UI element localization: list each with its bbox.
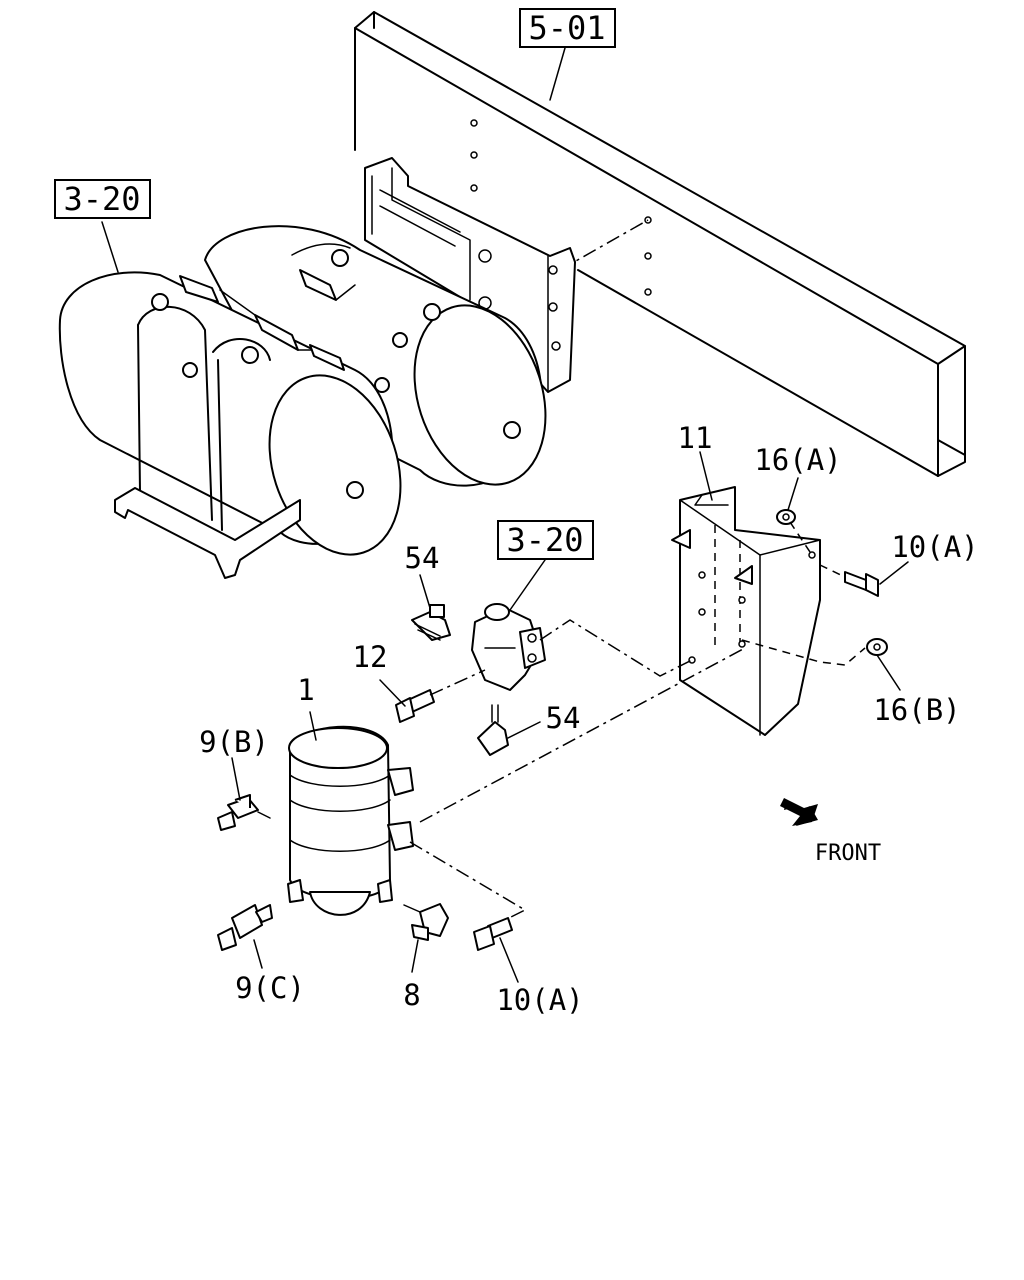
bolt-12 (395, 689, 435, 723)
leader-lines (101, 47, 909, 983)
air-tanks (58, 225, 547, 579)
ref-box-valve[interactable]: 3-20 (497, 520, 594, 560)
bolt-10a-lower (473, 917, 513, 951)
callout-fitting-54-upper: 54 (405, 541, 440, 575)
callout-dryer: 1 (297, 673, 314, 707)
nut-16a (776, 509, 796, 525)
callout-bolt-10a-upper: 10(A) (891, 530, 978, 564)
callout-bolt-12: 12 (353, 640, 388, 674)
nut-16b (866, 638, 888, 656)
callout-bracket-11: 11 (678, 421, 713, 455)
callout-bolt-10a-lower: 10(A) (496, 983, 583, 1017)
callout-elbow-8: 8 (403, 978, 420, 1012)
ref-tanks-label: 3-20 (63, 180, 140, 218)
front-label: FRONT (815, 841, 881, 866)
tee-9b (217, 794, 271, 831)
ref-frame-label: 5-01 (528, 9, 605, 47)
mounting-bracket-11 (671, 486, 821, 736)
callout-nut-16a: 16(A) (754, 443, 841, 477)
protection-valve (471, 603, 546, 691)
ref-valve-label: 3-20 (506, 521, 583, 559)
elbow-8 (403, 903, 449, 941)
air-dryer (287, 725, 414, 916)
ref-box-frame[interactable]: 5-01 (519, 8, 616, 48)
fitting-54-upper (411, 604, 451, 641)
callout-tee-9c: 9(C) (235, 971, 305, 1005)
callout-nut-16b: 16(B) (873, 693, 960, 727)
bolt-10a-upper (844, 571, 879, 597)
frame-rail (354, 11, 966, 477)
tee-9c (217, 904, 273, 951)
ref-box-tanks[interactable]: 3-20 (54, 179, 151, 219)
fitting-54-lower (477, 704, 509, 756)
front-arrow-icon (780, 798, 818, 826)
callout-tee-9b: 9(B) (199, 725, 269, 759)
callout-fitting-54-lower: 54 (546, 701, 581, 735)
